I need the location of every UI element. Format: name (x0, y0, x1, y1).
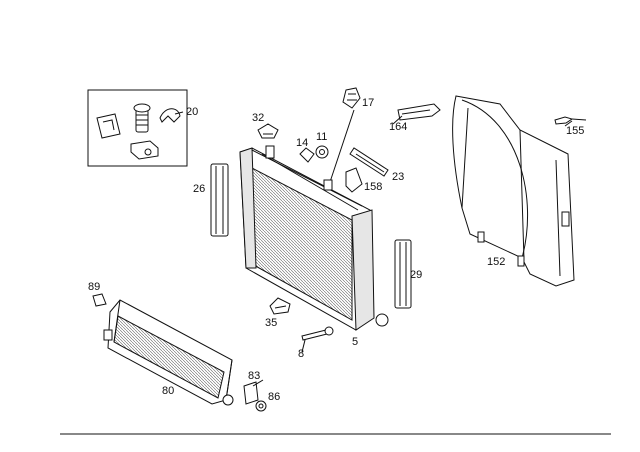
callout-86: 86 (268, 391, 280, 403)
callout-89: 89 (88, 281, 100, 293)
hardware-inset-box (87, 89, 188, 167)
callout-164: 164 (389, 121, 407, 133)
part-83-bracket (243, 381, 259, 405)
callout-5: 5 (352, 336, 358, 348)
part-155-pin (554, 116, 587, 125)
clip-part-17 (329, 87, 361, 183)
callout-83: 83 (248, 370, 260, 382)
part-29-seal-strip (394, 239, 412, 309)
fan-shroud-152 (452, 95, 575, 287)
callout-23: 23 (392, 171, 404, 183)
callout-32: 32 (252, 112, 264, 124)
callout-20: 20 (186, 106, 198, 118)
leader-lines (174, 111, 573, 387)
callout-152: 152 (487, 256, 505, 268)
bolt-8 (301, 326, 334, 341)
part-164-bracket (397, 103, 441, 121)
callout-17: 17 (362, 97, 374, 109)
part-14-grommet (299, 147, 315, 163)
part-32-mount (257, 123, 279, 139)
callout-29: 29 (410, 269, 422, 281)
part-23-seal-strip (349, 147, 389, 177)
part-35-mount-pad (269, 297, 291, 315)
callout-14: 14 (296, 137, 308, 149)
part-158-clip (345, 167, 363, 193)
main-radiator-5 (239, 145, 389, 331)
part-86-nut (255, 400, 267, 412)
callout-26: 26 (193, 183, 205, 195)
callout-11: 11 (316, 131, 327, 143)
part-89-grommet (92, 293, 107, 307)
part-26-seal-strip (210, 163, 229, 237)
part-11-nut (315, 145, 329, 159)
callout-8: 8 (298, 348, 304, 360)
callout-158: 158 (364, 181, 382, 193)
oil-cooler-80 (103, 299, 234, 406)
callout-80: 80 (162, 385, 174, 397)
callout-35: 35 (265, 317, 277, 329)
callout-155: 155 (566, 125, 584, 137)
